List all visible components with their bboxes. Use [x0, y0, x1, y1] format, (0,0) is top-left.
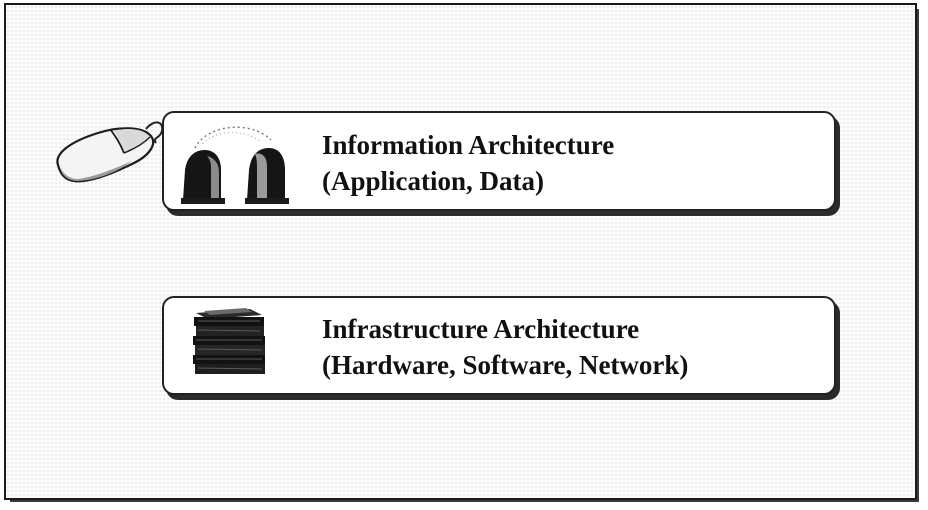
infrastructure-architecture-label: Infrastructure Architecture (Hardware, S…: [322, 311, 688, 383]
layer-subtitle: (Hardware, Software, Network): [322, 350, 689, 380]
mouse-icon: [56, 121, 164, 183]
diagram-frame: Information Architecture (Application, D…: [4, 3, 917, 500]
layer-subtitle: (Application, Data): [322, 166, 544, 196]
book-stack-icon: [193, 308, 265, 374]
layer-title: Infrastructure Architecture: [322, 314, 640, 344]
servers-icon: [181, 126, 289, 204]
information-architecture-label: Information Architecture (Application, D…: [322, 127, 614, 199]
layer-title: Information Architecture: [322, 130, 615, 160]
infrastructure-architecture-box: Infrastructure Architecture (Hardware, S…: [162, 296, 836, 395]
